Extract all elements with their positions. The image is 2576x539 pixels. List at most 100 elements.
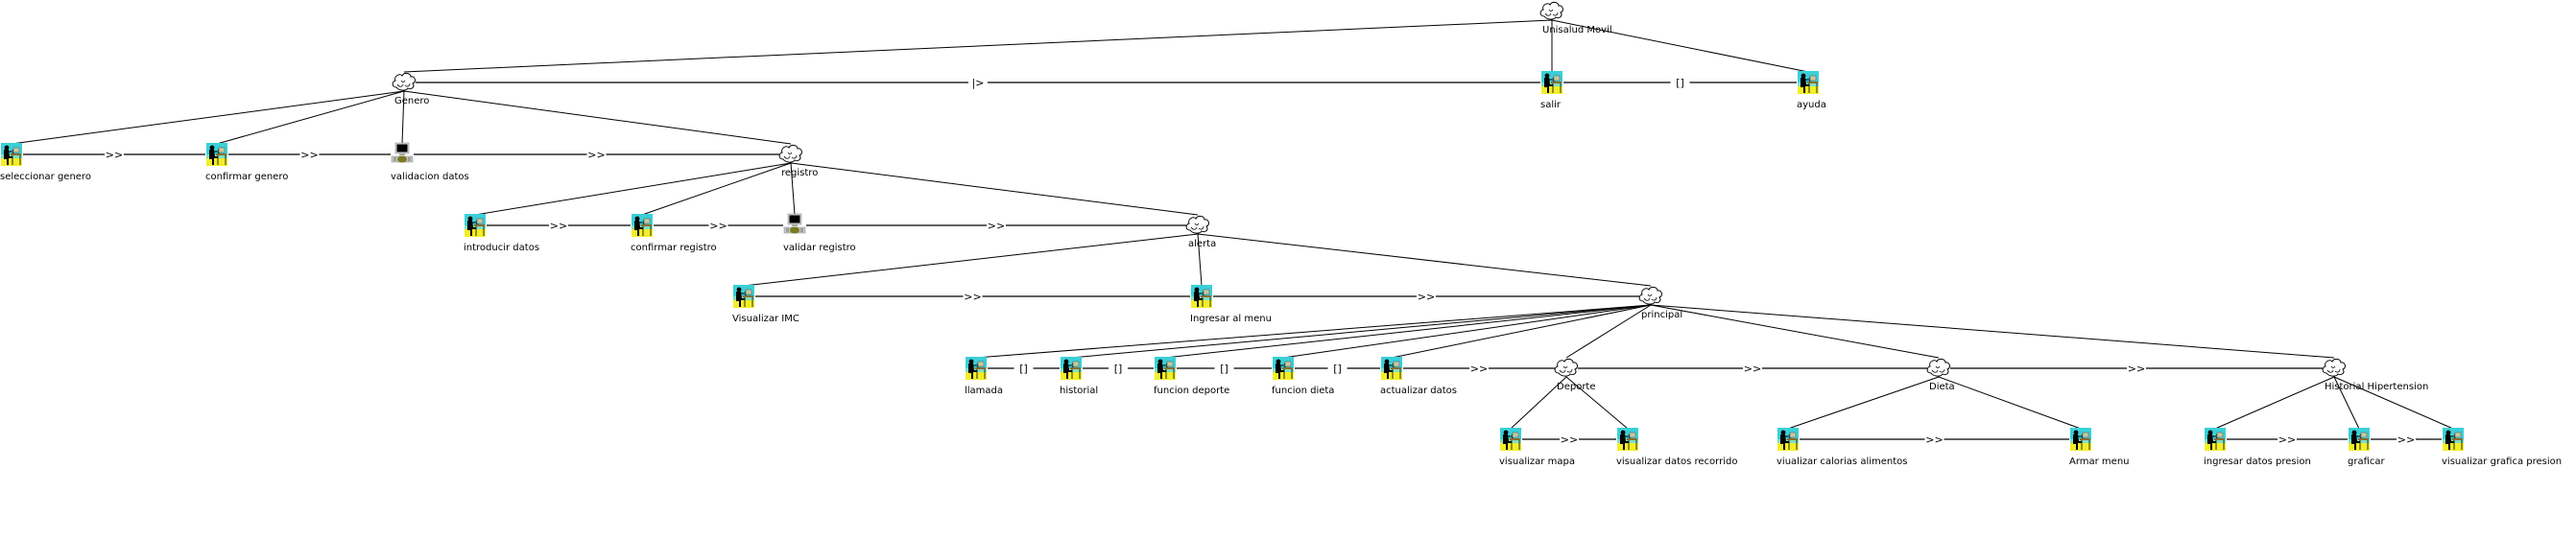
task-node-ingresar-datos-presion[interactable]: ingresar datos presion — [2204, 427, 2311, 467]
user-icon — [1190, 284, 1213, 309]
temporal-operator: >> — [709, 220, 727, 232]
user-icon — [965, 356, 988, 381]
hierarchy-edge — [1391, 304, 1652, 359]
task-label: llamada — [965, 386, 1003, 396]
hierarchy-edge — [474, 162, 792, 216]
task-node-root[interactable]: Unisalud Movil — [1539, 1, 1612, 35]
user-icon — [2204, 427, 2227, 452]
task-node-principal[interactable]: principal — [1638, 286, 1682, 320]
hierarchy-edge — [1197, 233, 1203, 287]
temporal-operator: >> — [1744, 363, 1761, 375]
task-node-genero[interactable]: Genero — [392, 72, 429, 106]
hierarchy-edge — [216, 90, 405, 145]
cloud-icon — [392, 72, 416, 91]
temporal-operator: >> — [1925, 434, 1943, 446]
temporal-operator: >> — [964, 291, 981, 303]
task-node-actualizar-datos[interactable]: actualizar datos — [1380, 356, 1457, 396]
temporal-operator: |> — [972, 77, 985, 89]
task-label: ayuda — [1797, 100, 1826, 110]
task-node-visualizar-mapa[interactable]: visualizar mapa — [1499, 427, 1575, 467]
temporal-operator: >> — [2278, 434, 2296, 446]
task-label: historial — [1060, 386, 1098, 396]
hierarchy-lines — [11, 19, 2454, 430]
user-icon — [1777, 427, 1800, 452]
task-node-salir[interactable]: salir — [1540, 70, 1563, 110]
user-icon — [1380, 356, 1403, 381]
task-label: Deporte — [1557, 382, 1596, 392]
task-node-dieta[interactable]: Dieta — [1926, 358, 1955, 392]
hierarchy-edge — [1650, 304, 2335, 359]
task-node-validacion-datos[interactable]: validacion datos — [391, 142, 469, 182]
task-node-confirmar-genero[interactable]: confirmar genero — [205, 142, 288, 182]
temporal-operator: >> — [2397, 434, 2415, 446]
hierarchy-edge — [1282, 304, 1652, 359]
task-label: Ingresar al menu — [1190, 314, 1272, 324]
task-node-ayuda[interactable]: ayuda — [1797, 70, 1826, 110]
hierarchy-edge — [1787, 376, 1940, 430]
user-icon — [631, 213, 654, 238]
task-label: introducir datos — [464, 243, 539, 253]
cloud-icon — [2322, 358, 2346, 377]
task-node-ingresar-menu[interactable]: Ingresar al menu — [1190, 284, 1272, 324]
hierarchy-edge — [790, 162, 796, 216]
cloud-icon — [778, 144, 802, 163]
user-icon — [2348, 427, 2371, 452]
task-node-historial-hipertension[interactable]: Historial Hipertension — [2322, 358, 2428, 392]
temporal-operator: >> — [550, 220, 567, 232]
operator-lines: |>[]>>>>>>>>>>>>>>>>[][][][]>>>>>>>>>>>>… — [23, 77, 2442, 446]
task-node-introducir-datos[interactable]: introducir datos — [464, 213, 539, 253]
task-node-armar-menu[interactable]: Armar menu — [2069, 427, 2130, 467]
user-icon — [205, 142, 228, 167]
temporal-operator: >> — [1418, 291, 1435, 303]
task-label: Dieta — [1929, 382, 1955, 392]
task-label: confirmar registro — [631, 243, 717, 253]
task-node-alerta[interactable]: alerta — [1185, 215, 1216, 249]
hierarchy-edge — [1650, 304, 1940, 359]
task-node-visualizar-datos-recorrido[interactable]: visualizar datos recorrido — [1616, 427, 1737, 467]
task-node-registro[interactable]: registro — [778, 144, 818, 178]
task-node-validar-registro[interactable]: validar registro — [783, 213, 856, 253]
task-node-llamada[interactable]: llamada — [965, 356, 1003, 396]
hierarchy-edge — [1565, 304, 1652, 359]
user-icon — [732, 284, 755, 309]
hierarchy-edge — [1510, 376, 1567, 430]
task-label: funcion dieta — [1272, 386, 1334, 396]
task-label: alerta — [1188, 239, 1216, 249]
temporal-operator: [] — [1333, 363, 1342, 375]
task-node-funcion-deporte[interactable]: funcion deporte — [1154, 356, 1229, 396]
user-icon — [1540, 70, 1563, 95]
cloud-icon — [1185, 215, 1209, 234]
hierarchy-edge — [641, 162, 792, 216]
task-label: principal — [1641, 310, 1682, 320]
task-label: Unisalud Movil — [1542, 25, 1612, 35]
temporal-operator: >> — [1561, 434, 1578, 446]
temporal-operator: >> — [988, 220, 1005, 232]
task-node-viualizar-calorias[interactable]: viualizar calorias alimentos — [1777, 427, 1907, 467]
hierarchy-edge — [1551, 19, 1809, 73]
task-label: visualizar grafica presion — [2442, 457, 2562, 467]
temporal-operator: >> — [106, 149, 123, 161]
task-node-visualizar-grafica-presion[interactable]: visualizar grafica presion — [2442, 427, 2562, 467]
task-node-funcion-dieta[interactable]: funcion dieta — [1272, 356, 1334, 396]
task-node-deporte[interactable]: Deporte — [1554, 358, 1596, 392]
temporal-operator: >> — [2128, 363, 2145, 375]
task-node-visualizar-imc[interactable]: Visualizar IMC — [732, 284, 799, 324]
temporal-operator: [] — [1676, 77, 1684, 89]
user-icon — [1154, 356, 1177, 381]
temporal-operator: [] — [1220, 363, 1228, 375]
task-node-confirmar-registro[interactable]: confirmar registro — [631, 213, 717, 253]
task-label: confirmar genero — [205, 172, 288, 182]
hierarchy-edge — [403, 90, 792, 145]
hierarchy-edge — [401, 90, 405, 145]
hierarchy-edge — [2333, 376, 2360, 430]
user-icon — [1797, 70, 1820, 95]
user-icon — [0, 142, 23, 167]
user-icon — [1060, 356, 1083, 381]
temporal-operator: [] — [1019, 363, 1028, 375]
task-node-historial[interactable]: historial — [1060, 356, 1098, 396]
task-node-seleccionar-genero[interactable]: seleccionar genero — [0, 142, 91, 182]
task-node-graficar[interactable]: graficar — [2348, 427, 2386, 467]
task-label: salir — [1540, 100, 1562, 110]
